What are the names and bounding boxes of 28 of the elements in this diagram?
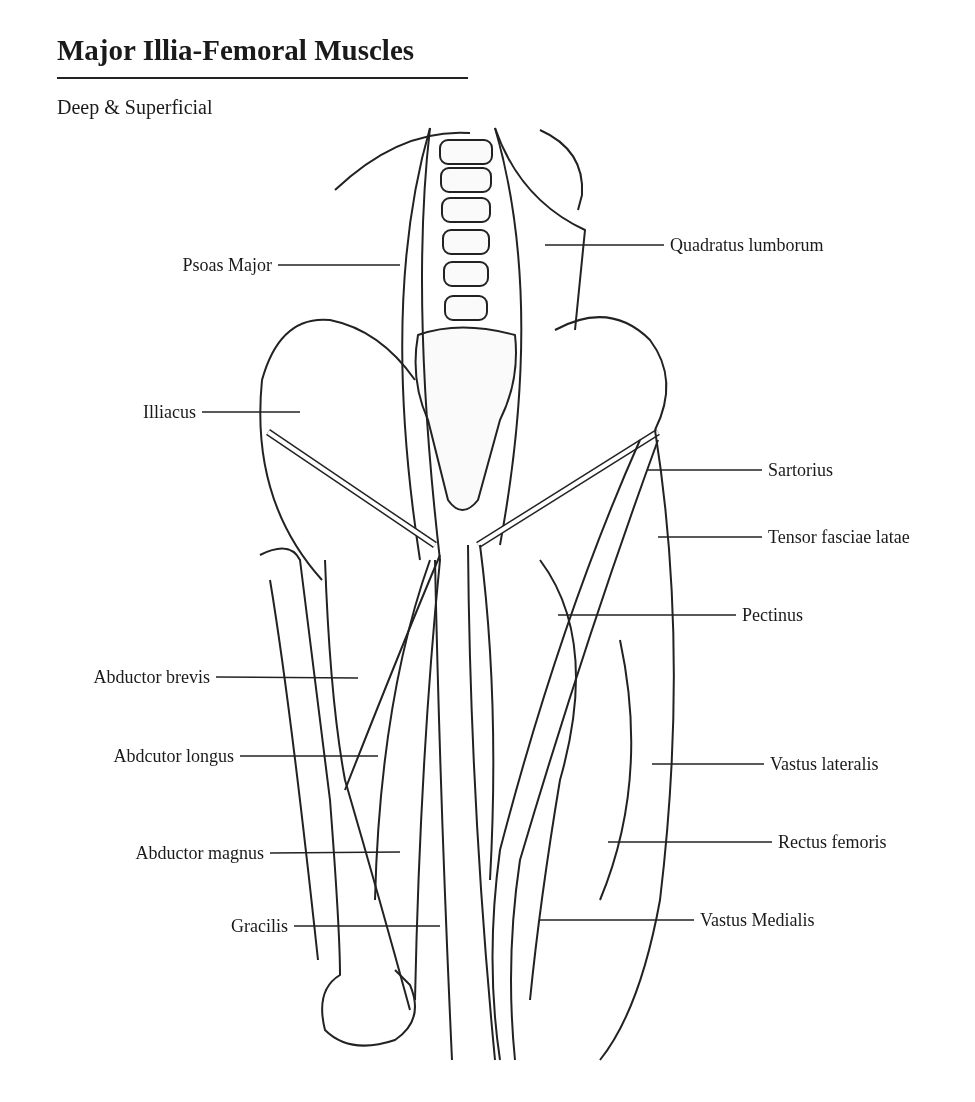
leader-line [293, 925, 441, 927]
muscle-label: Abductor magnus [135, 842, 264, 864]
muscle-label: Quadratus lumborum [670, 234, 824, 256]
leader-line [657, 536, 763, 538]
leader-line [269, 851, 401, 854]
leader-line [557, 614, 737, 616]
title: Major Illia-Femoral Muscles [57, 36, 415, 65]
muscle-label: Abductor brevis [93, 666, 210, 688]
muscle-label: Vastus Medialis [700, 909, 815, 931]
leader-line [607, 841, 773, 843]
leader-line [651, 763, 765, 765]
leader-line [647, 469, 763, 471]
leader-line [544, 244, 665, 246]
muscle-label: Rectus femoris [778, 831, 887, 853]
subtitle: Deep & Superficial [57, 97, 213, 117]
muscle-label: Psoas Major [182, 254, 272, 276]
leader-line [539, 919, 695, 921]
muscle-label: Illiacus [143, 401, 196, 423]
leader-line [201, 411, 301, 413]
leader-line [239, 755, 379, 757]
muscle-label: Tensor fasciae latae [768, 526, 910, 548]
leader-line [215, 676, 359, 679]
muscle-label: Gracilis [231, 915, 288, 937]
muscle-label: Vastus lateralis [770, 753, 879, 775]
muscle-label: Abdcutor longus [113, 745, 234, 767]
leader-line [277, 264, 401, 266]
muscle-label: Sartorius [768, 459, 833, 481]
muscle-label: Pectinus [742, 604, 803, 626]
